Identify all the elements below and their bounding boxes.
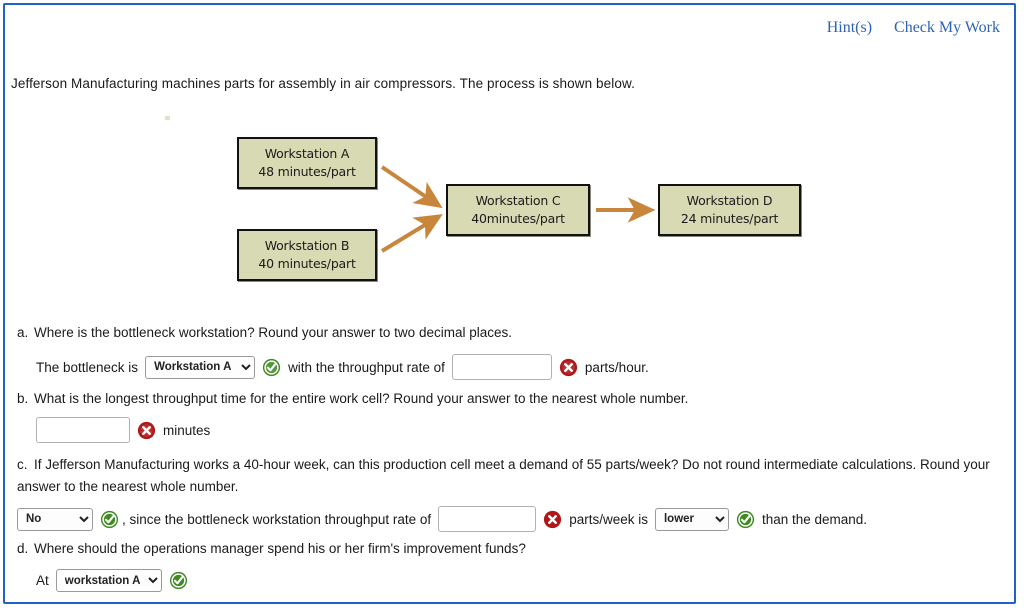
throughput-time-input[interactable] [36,417,130,443]
question-a-suffix-text: parts/hour. [584,359,649,375]
question-a-text: Where is the bottleneck workstation? Rou… [34,325,512,340]
question-b-unit-text: minutes [163,422,211,438]
question-d-text: Where should the operations manager spen… [34,541,526,556]
question-b-text: What is the longest throughput time for … [34,391,689,406]
bottleneck-workstation-select[interactable]: Workstation AWorkstation BWorkstation CW… [145,355,256,379]
question-d-label: d. [17,541,29,556]
green-check-circle-icon [169,571,188,590]
workstation-b-node: Workstation B 40 minutes/part [237,229,377,281]
question-c-label: c. [17,457,28,472]
question-a-middle-text: with the throughput rate of [288,359,445,375]
question-d-prompt: d. Where should the operations manager sp… [17,541,1007,556]
question-b-prompt: b. What is the longest throughput time fo… [17,391,1007,406]
workstation-d-name: Workstation D [686,192,773,208]
question-a-label: a. [17,325,29,340]
workstation-a-rate: 48 minutes/part [258,164,356,179]
question-d-answer-row: At workstation Aworkstation Bworkstation… [17,569,1024,592]
process-flow-diagram: Workstation A 48 minutes/part Workstatio… [5,105,1013,295]
question-c-middle2-text: parts/week is [569,511,648,527]
intro-paragraph: Jefferson Manufacturing machines parts f… [11,76,635,91]
hints-link[interactable]: Hint(s) [826,19,873,36]
question-c-middle-text: , since the bottleneck workstation throu… [122,511,432,527]
green-check-circle-icon [262,358,281,377]
workstation-b-name: Workstation B [264,237,350,253]
throughput-rate-input[interactable] [451,354,552,380]
green-check-circle-icon [100,510,119,529]
red-x-circle-icon [543,510,562,529]
question-a-prompt: a. Where is the bottleneck workstation? R… [17,325,1007,340]
diagram-artifact [165,116,170,120]
weekly-throughput-rate-input[interactable] [438,506,537,532]
comparison-select[interactable]: lowerhigher [654,507,729,531]
meets-demand-select[interactable]: YesNo [17,507,93,531]
workstation-c-rate: 40minutes/part [471,211,565,226]
workstation-c-name: Workstation C [475,192,561,208]
green-check-circle-icon [736,510,755,529]
workstation-b-rate: 40 minutes/part [258,256,356,271]
question-b-label: b. [17,391,29,406]
workstation-d-node: Workstation D 24 minutes/part [658,184,801,236]
red-x-circle-icon [559,358,578,377]
question-a-answer-row: The bottleneck is Workstation AWorkstati… [17,354,1024,380]
red-x-circle-icon [137,421,156,440]
workstation-c-node: Workstation C 40minutes/part [446,184,590,236]
content-frame: Hint(s) Check My Work Jefferson Manufact… [3,3,1016,604]
improvement-funds-select[interactable]: workstation Aworkstation Bworkstation Cw… [55,569,162,592]
question-c-text: If Jefferson Manufacturing works a 40-ho… [17,457,990,495]
toolbar: Hint(s) Check My Work [827,19,1000,37]
workstation-a-node: Workstation A 48 minutes/part [237,137,377,189]
question-c-prompt: c.If Jefferson Manufacturing works a 40-… [17,454,1007,499]
question-c-suffix-text: than the demand. [761,511,868,527]
question-a-prefix-text: The bottleneck is [36,359,139,375]
check-my-work-link[interactable]: Check My Work [894,19,1000,36]
question-d-prefix-text: At [36,573,49,588]
workstation-a-name: Workstation A [264,145,350,161]
question-c-answer-row: YesNo , since the bottleneck workstation… [17,506,1007,532]
question-b-answer-row: minutes [17,417,1024,443]
workstation-d-rate: 24 minutes/part [680,211,779,226]
